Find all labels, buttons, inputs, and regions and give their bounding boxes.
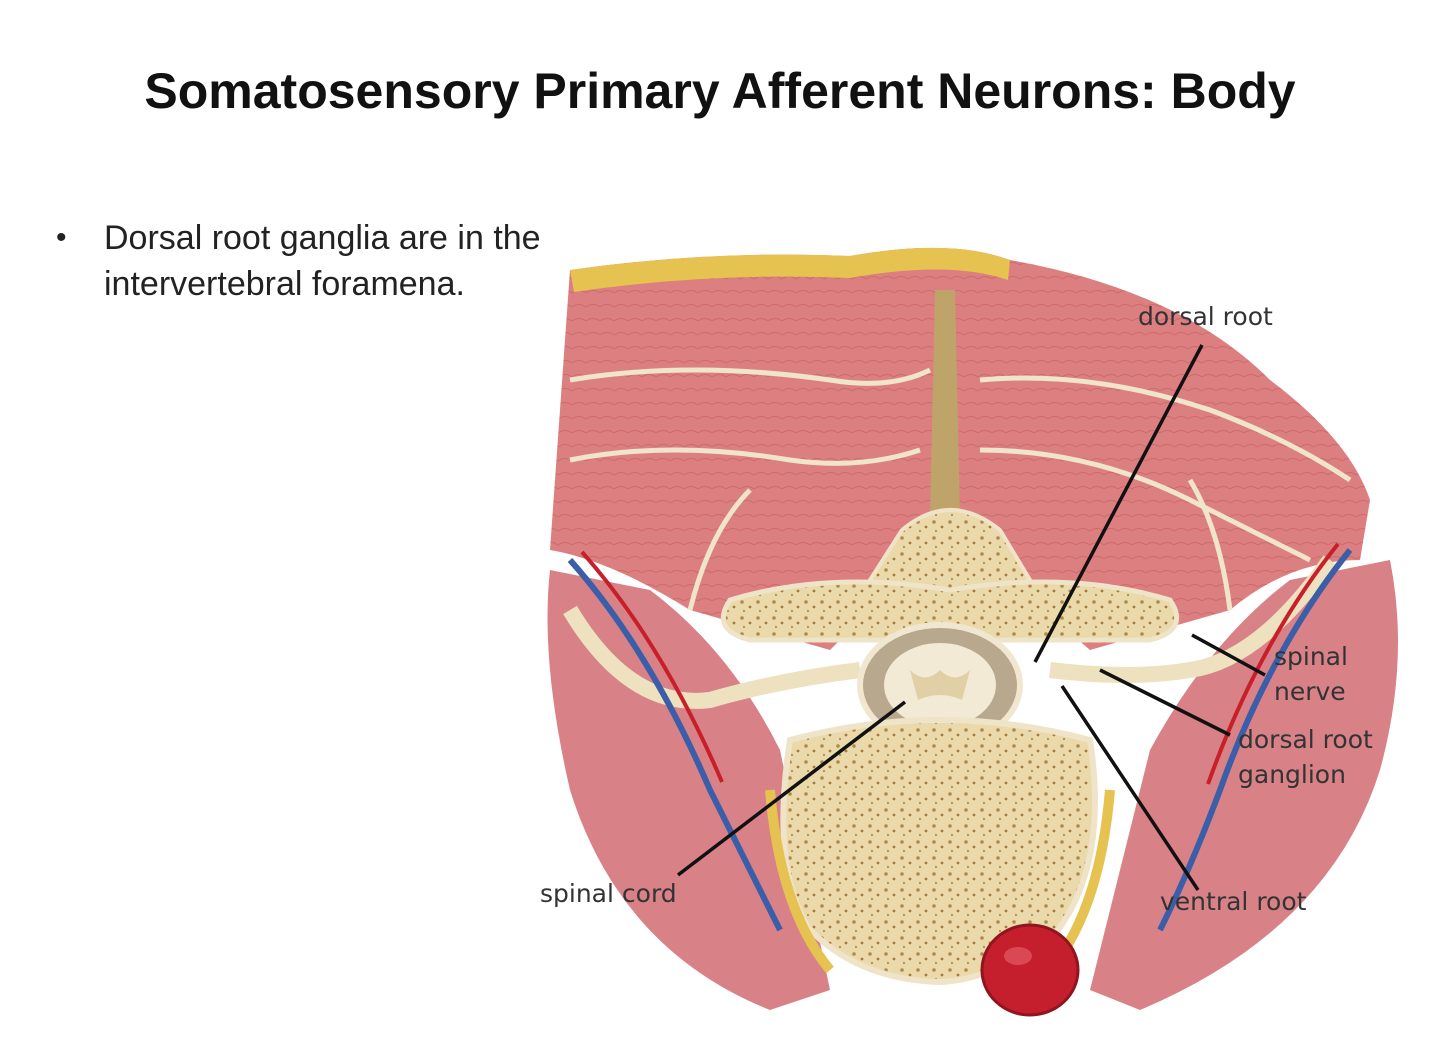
leader-lines <box>676 344 1266 891</box>
spinal-nerve-left <box>563 605 861 709</box>
vessel-blue-left <box>567 558 783 932</box>
label-drg-line2: ganglion <box>1238 760 1346 789</box>
vessel-blue-right <box>1157 548 1353 932</box>
leader-spinal-cord <box>676 700 907 877</box>
spinal-cross-section-illustration: dorsal root spinal nerve dorsal root gan… <box>540 247 1398 1017</box>
leader-drg <box>1099 668 1231 737</box>
label-spinal-cord: spinal cord <box>540 879 677 908</box>
lateral-muscle-right <box>1090 560 1398 1010</box>
label-spinal-nerve-line1: spinal <box>1274 642 1348 671</box>
vessel-red-left <box>580 550 724 783</box>
midline-septum <box>930 290 960 520</box>
bullet-list: • Dorsal root ganglia are in the interve… <box>48 215 568 307</box>
vertebral-lamina <box>720 579 1180 643</box>
leader-spinal-nerve <box>1191 633 1266 677</box>
vessel-red-right <box>1206 542 1340 785</box>
leader-ventral-root <box>1060 685 1200 891</box>
label-ventral-root: ventral root <box>1160 887 1307 916</box>
leader-dorsal-root <box>1033 344 1204 663</box>
bullet-item: • Dorsal root ganglia are in the interve… <box>48 215 568 307</box>
spinal-cord-grey-matter <box>910 670 970 700</box>
label-drg-line1: dorsal root <box>1238 725 1373 754</box>
label-dorsal-root: dorsal root <box>1138 302 1273 331</box>
bullet-marker: • <box>56 221 67 254</box>
fat-layer <box>570 247 1010 292</box>
fascial-septa <box>569 367 1352 611</box>
label-spinal-nerve-line2: nerve <box>1274 677 1346 706</box>
bullet-text: Dorsal root ganglia are in the intervert… <box>104 219 541 303</box>
anatomy-figure: dorsal root spinal nerve dorsal root gan… <box>530 230 1410 1035</box>
aorta <box>980 923 1080 1017</box>
slide-title: Somatosensory Primary Afferent Neurons: … <box>144 63 1296 119</box>
